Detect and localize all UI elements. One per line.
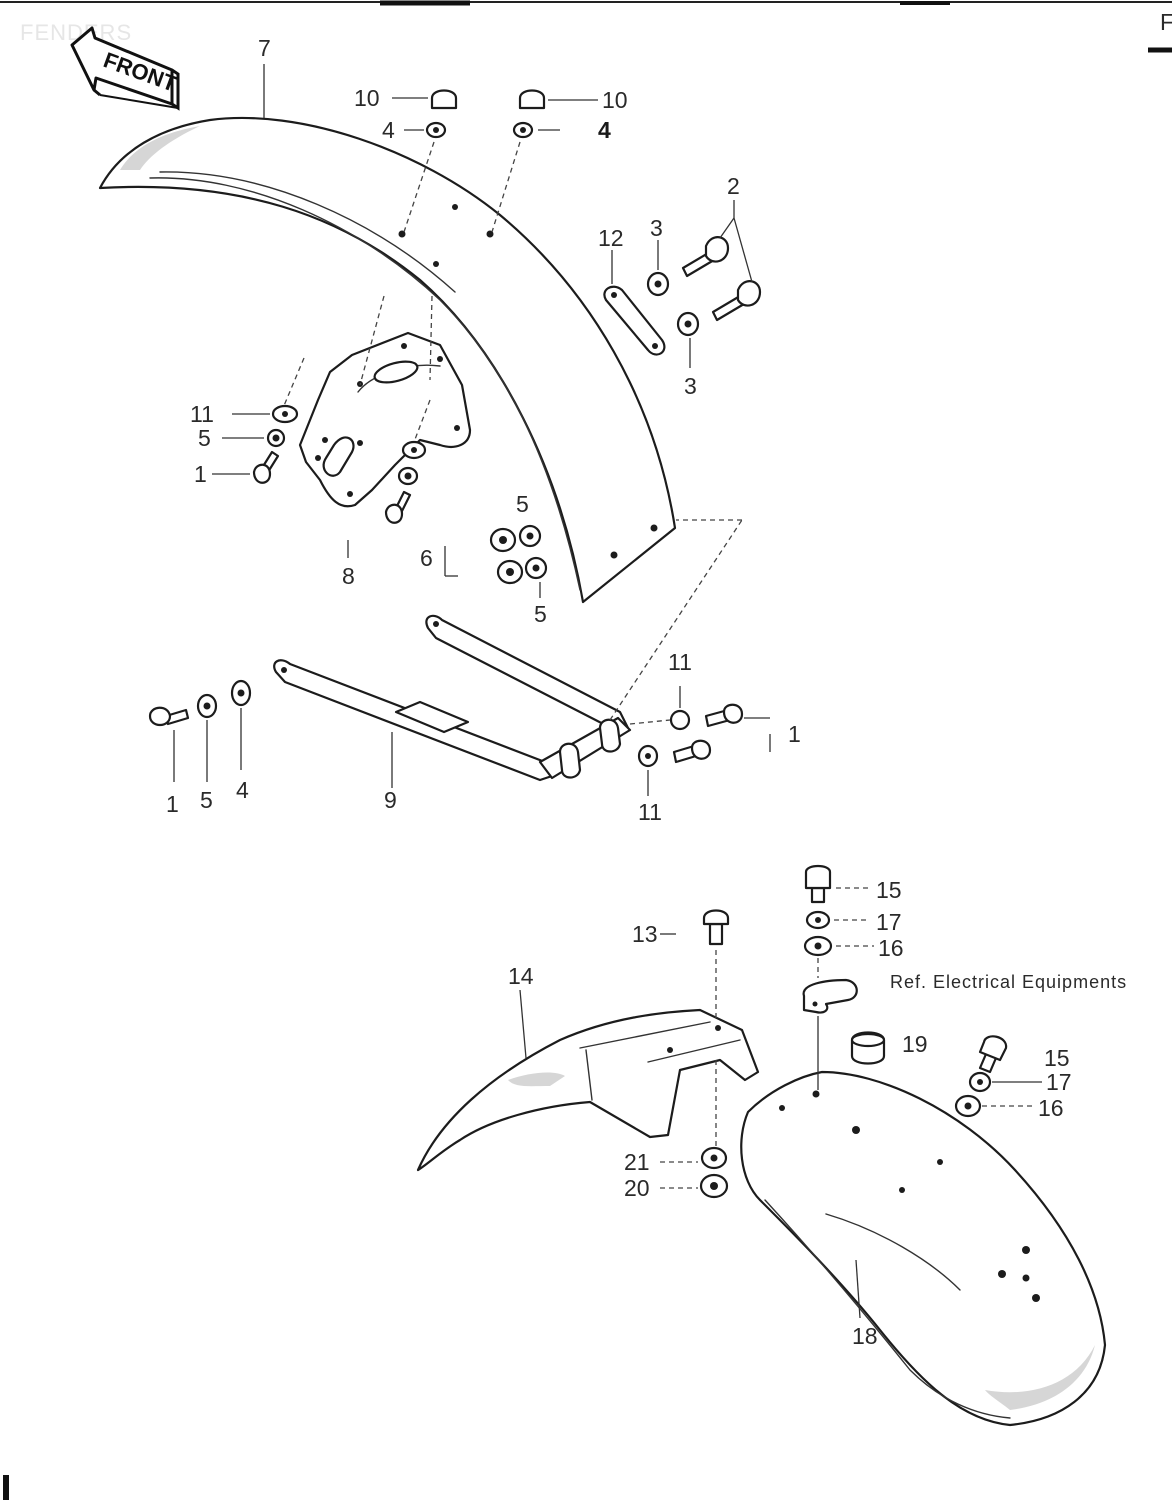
nut-part-20 bbox=[699, 1173, 729, 1199]
bolt-part-15-upper bbox=[804, 864, 832, 904]
bolt-part-13 bbox=[702, 909, 730, 946]
washer-part-16-upper bbox=[803, 935, 833, 957]
lock-washer-part-5-stay-left bbox=[196, 693, 218, 719]
callout-10-right: 10 bbox=[602, 87, 628, 113]
callout-21: 21 bbox=[624, 1149, 650, 1175]
callout-17-lower: 17 bbox=[1046, 1069, 1072, 1095]
callout-8: 8 bbox=[342, 563, 355, 589]
corner-letter: F bbox=[1160, 9, 1172, 35]
washer-part-21 bbox=[700, 1146, 728, 1170]
bolt-part-1-stay-upper bbox=[704, 703, 744, 728]
washer-part-16-lower bbox=[954, 1094, 982, 1118]
front-arrow-icon bbox=[70, 26, 180, 111]
callout-15-upper: 15 bbox=[876, 877, 902, 903]
callout-11-left: 11 bbox=[190, 401, 214, 427]
rear-fender-part-18 bbox=[740, 1070, 1107, 1427]
bolt-part-1-stay-lower bbox=[672, 739, 712, 764]
rubber-bushing-part-19 bbox=[850, 1031, 886, 1065]
callout-1-stay-left: 1 bbox=[166, 791, 179, 817]
washer-part-4-left bbox=[425, 121, 447, 139]
callout-13: 13 bbox=[632, 921, 658, 947]
callout-5-lower: 5 bbox=[534, 601, 547, 627]
callout-3-upper: 3 bbox=[650, 215, 663, 241]
callout-2: 2 bbox=[727, 173, 740, 199]
bracket-plate-part-12 bbox=[603, 285, 666, 356]
callout-16-lower: 16 bbox=[1038, 1095, 1064, 1121]
bolt-part-1-inner bbox=[384, 490, 412, 524]
callout-1-left: 1 bbox=[194, 461, 207, 487]
bolt-part-2-upper bbox=[681, 236, 730, 278]
bolt-part-2-lower bbox=[711, 280, 762, 322]
washer-part-11-left bbox=[271, 404, 299, 424]
callout-17-upper: 17 bbox=[876, 909, 902, 935]
washer-part-11-stay-upper bbox=[669, 709, 691, 731]
front-fender-part-7 bbox=[98, 116, 677, 604]
callout-14: 14 bbox=[508, 963, 534, 989]
bolt-part-15-lower bbox=[978, 1035, 1008, 1074]
callout-4-right: 4 bbox=[598, 117, 611, 143]
callout-11-stay-lower: 11 bbox=[638, 799, 662, 825]
callout-9: 9 bbox=[384, 787, 397, 813]
nut-part-6-lower bbox=[496, 559, 524, 585]
callout-3-lower: 3 bbox=[684, 373, 697, 399]
callout-20: 20 bbox=[624, 1175, 650, 1201]
callout-18: 18 bbox=[852, 1323, 878, 1349]
lock-washer-part-5-inner bbox=[397, 466, 419, 486]
washer-part-4-stay-left bbox=[230, 679, 252, 707]
callout-6: 6 bbox=[420, 545, 433, 571]
bolt-part-1-left bbox=[252, 450, 280, 484]
lock-washer-part-5-upper bbox=[518, 524, 542, 548]
callout-5-stay-left: 5 bbox=[200, 787, 213, 813]
nut-part-6-upper bbox=[489, 527, 517, 553]
bolt-part-1-stay-left bbox=[148, 706, 190, 727]
acorn-nut-part-10-left bbox=[430, 89, 458, 110]
rear-fender-front-part-14 bbox=[416, 1008, 760, 1172]
washer-part-4-right bbox=[512, 121, 534, 139]
washer-part-11-inner bbox=[401, 440, 427, 460]
callout-5-upper: 5 bbox=[516, 491, 529, 517]
nut-part-3-upper bbox=[646, 271, 670, 297]
callout-4-stay-left: 4 bbox=[236, 777, 249, 803]
callout-16-upper: 16 bbox=[878, 935, 904, 961]
lock-washer-part-17-upper bbox=[805, 910, 831, 930]
nut-part-3-lower bbox=[676, 311, 700, 337]
fender-bracket-part-8 bbox=[298, 331, 472, 508]
lock-washer-part-17-lower bbox=[968, 1071, 992, 1093]
callout-5-left: 5 bbox=[198, 425, 211, 451]
callout-4-left: 4 bbox=[382, 117, 395, 143]
callout-10-left: 10 bbox=[354, 85, 380, 111]
acorn-nut-part-10-right bbox=[518, 89, 546, 110]
lock-washer-part-5-lower bbox=[524, 556, 548, 580]
washer-part-11-stay-lower bbox=[637, 744, 659, 768]
callout-15-lower: 15 bbox=[1044, 1045, 1070, 1071]
callout-7: 7 bbox=[258, 35, 271, 61]
ref-electrical-note: Ref. Electrical Equipments bbox=[890, 972, 1127, 992]
lock-washer-part-5-left bbox=[266, 428, 286, 448]
callout-11-stay-upper: 11 bbox=[668, 649, 692, 675]
wire-clamp bbox=[802, 978, 858, 1014]
callout-19: 19 bbox=[902, 1031, 928, 1057]
callout-12: 12 bbox=[598, 225, 624, 251]
fender-stay-part-9 bbox=[273, 614, 632, 782]
callout-1-stay-right: 1 bbox=[788, 721, 801, 747]
